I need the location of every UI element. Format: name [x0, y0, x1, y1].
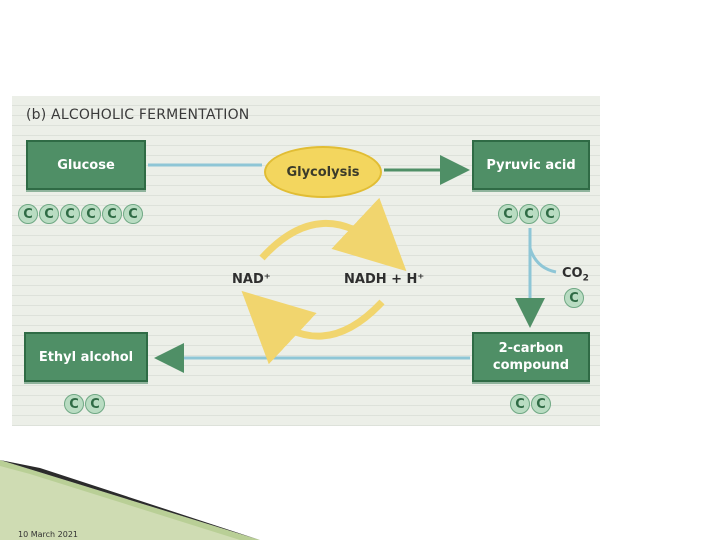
- co2-main: CO: [562, 266, 583, 281]
- carbon-atom: C: [510, 394, 530, 414]
- carbon-atom: C: [85, 394, 105, 414]
- cycle-arrow-bottom: [241, 290, 385, 365]
- two-carbon-line2: compound: [492, 358, 570, 373]
- diagram-arrows: [148, 155, 557, 373]
- ethyl-alcohol-box: Ethyl alcohol: [24, 332, 148, 382]
- carbon-atom: C: [81, 204, 101, 224]
- nad-label: NAD⁺: [232, 272, 271, 287]
- figure-title: (b) ALCOHOLIC FERMENTATION: [26, 107, 250, 123]
- two-carbon-line1: 2-carbon: [498, 341, 564, 356]
- carbon-atom: C: [18, 204, 38, 224]
- glycolysis-label: Glycolysis: [286, 164, 360, 180]
- nadh-label: NADH + H⁺: [344, 272, 425, 287]
- pyruvic-acid-box: Pyruvic acid: [472, 140, 590, 190]
- carbon-atom: C: [531, 394, 551, 414]
- carbon-atom: C: [540, 204, 560, 224]
- arrow-co2-branch: [528, 247, 557, 274]
- carbon-atom: C: [64, 394, 84, 414]
- footer-decoration: [0, 460, 260, 540]
- carbon-atom: C: [102, 204, 122, 224]
- carbon-atom: C: [39, 204, 59, 224]
- carbon-atom: C: [123, 204, 143, 224]
- co2-carbons: C: [564, 288, 584, 308]
- carbon-atom: C: [498, 204, 518, 224]
- two-carbon-compound-box: 2-carbon compound: [472, 332, 590, 382]
- glycolysis-ellipse: Glycolysis: [264, 146, 382, 198]
- carbon-atom: C: [60, 204, 80, 224]
- cycle-arrow-top: [259, 197, 407, 272]
- slide-date: 10 March 2021: [18, 530, 79, 539]
- carbon-atom: C: [519, 204, 539, 224]
- fermentation-diagram: (b) ALCOHOLIC FERMENTATION Glucose Glyco…: [12, 96, 600, 426]
- carbon-atom: C: [564, 288, 584, 308]
- glucose-box: Glucose: [26, 140, 146, 190]
- footer-wedge-dark: [0, 460, 260, 540]
- footer-wedge-light: [0, 466, 240, 540]
- glucose-label: Glucose: [57, 157, 115, 173]
- two-carbon-compound-label: 2-carbon compound: [493, 340, 569, 374]
- ethyl-alcohol-label: Ethyl alcohol: [38, 349, 134, 365]
- co2-sub: 2: [582, 273, 589, 284]
- co2-label: CO2: [562, 266, 589, 284]
- pyruvic-acid-label: Pyruvic acid: [486, 157, 576, 173]
